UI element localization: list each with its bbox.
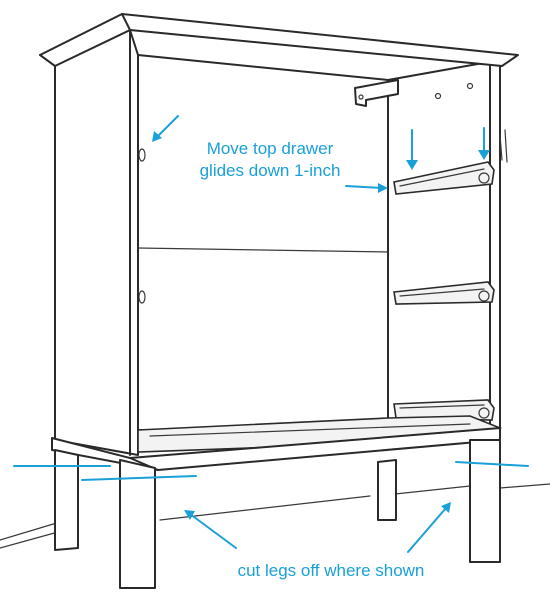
cut-legs-note: cut legs off where shown: [237, 561, 425, 580]
drawer-glide-bottom: [393, 399, 495, 421]
floor-lines: [0, 483, 550, 549]
dresser-top: [39, 13, 519, 67]
corner-bracket: [354, 79, 399, 107]
drawer-glide-top: [393, 161, 495, 195]
back-panel: [137, 54, 389, 431]
top-note-arrows: [152, 115, 490, 193]
drawer-glide-middle: [393, 281, 495, 305]
top-drawer-note-line1: Move top drawer: [206, 139, 334, 158]
cut-lines: [13, 461, 529, 481]
bottom-note-arrows: [184, 502, 451, 553]
right-side-panel: [387, 59, 508, 431]
top-drawer-note: Move top drawer glides down 1-inch: [172, 138, 368, 182]
dresser-legs: [54, 439, 501, 589]
top-drawer-note-line2: glides down 1-inch: [199, 161, 341, 180]
left-side-panel: [54, 29, 139, 456]
